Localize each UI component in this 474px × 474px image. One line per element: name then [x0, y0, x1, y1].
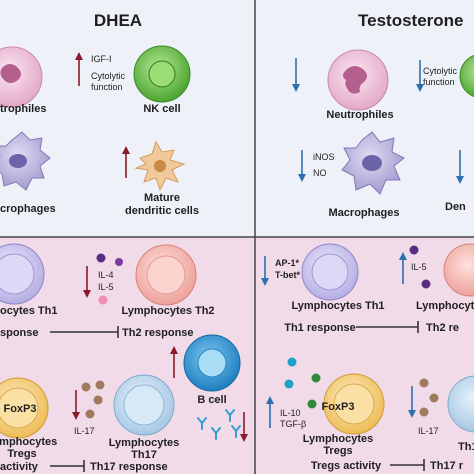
foxp3-label: FoxP3: [3, 403, 36, 415]
macrophage-cell: [0, 131, 51, 191]
neutrophil-cell: [0, 46, 43, 108]
cytokine-dots: [284, 357, 321, 409]
th1-response-label-right: Th1 response: [284, 322, 356, 334]
down-arrow-icon: [261, 256, 269, 286]
tregs-label-right: Tregs: [323, 445, 352, 457]
cytokine-dots: [81, 380, 105, 419]
th1-cell-label: ocytes Th1: [0, 305, 57, 317]
down-arrow-icon: [72, 390, 80, 420]
treg-cell: [0, 377, 49, 439]
macrophages-label-right: Macrophages: [329, 207, 400, 219]
il5-label-right: IL-5: [411, 262, 427, 272]
tregs-label: Tregs: [7, 448, 36, 460]
down-arrow-icon: [456, 150, 464, 184]
il17-label-right: IL-17: [418, 426, 439, 436]
foxp3-label-right: FoxP3: [321, 401, 354, 413]
th2-cell-label: Lymphocytes Th2: [121, 305, 214, 317]
tregs-activity-label: Tregs activity: [311, 460, 382, 472]
th1-cell: [0, 243, 45, 305]
il10-label: IL-10: [280, 408, 301, 418]
th1-cell-label-right: Lymphocytes Th1: [291, 300, 384, 312]
cytolytic-label-2: function: [91, 82, 123, 92]
treg-cell: [323, 373, 385, 435]
neutrophils-label: trophiles: [0, 103, 46, 115]
down-arrow-icon: [240, 412, 248, 442]
down-arrow-icon: [408, 386, 416, 418]
down-arrow-icon: [83, 266, 91, 298]
th2-cell-partial: [443, 243, 474, 297]
inhibition-line: [50, 326, 119, 338]
igf-label: IGF-I: [91, 54, 112, 64]
inos-label: iNOS: [313, 152, 335, 162]
cytolytic-label-1: Cytolytic: [91, 71, 126, 81]
th1-cell: [301, 243, 359, 301]
lymphocytes-label: Lymphocytes: [0, 436, 57, 448]
th17-cell-label-1: Lymphocytes: [109, 437, 180, 449]
mature-label: Mature: [144, 192, 180, 204]
th2-response-label-right: Th2 re: [426, 322, 459, 334]
th17-cell-label-right: Th1: [458, 441, 474, 453]
b-cell-label: B cell: [197, 394, 226, 406]
up-arrow-icon: [170, 346, 178, 378]
macrophage-cell: [341, 131, 405, 195]
inhibition-line: [356, 321, 419, 333]
cytokine-dots: [96, 253, 123, 305]
il4-label: IL-4: [98, 270, 114, 280]
cytolytic-label-right-1: Cytolytic: [423, 66, 458, 76]
cytokine-dots: [409, 245, 431, 289]
tgf-label: TGF-β: [280, 419, 306, 429]
neutrophil-cell: [327, 49, 389, 111]
dendritic-label-right: Den: [445, 201, 466, 213]
testosterone-title: Testosterone: [358, 11, 464, 30]
activity-label: activity: [0, 461, 39, 473]
th17-cell: [113, 374, 175, 436]
th17-cell-partial: [447, 375, 474, 433]
b-cell: [183, 334, 241, 392]
dhea-title: DHEA: [94, 11, 142, 30]
up-arrow-icon: [266, 396, 274, 428]
upper-panel-bg: [0, 0, 474, 237]
up-arrow-icon: [122, 146, 130, 178]
th2-response-label: Th2 response: [122, 327, 194, 339]
dendritic-cell: [134, 140, 186, 192]
ap1-label: AP-1*: [275, 258, 300, 268]
il17-label: IL-17: [74, 426, 95, 436]
neutrophils-label-right: Neutrophiles: [326, 109, 393, 121]
lymphocytes-label-right: Lymphocytes: [303, 433, 374, 445]
down-arrow-icon: [416, 60, 424, 92]
th2-cell: [135, 244, 197, 306]
up-arrow-icon: [399, 252, 407, 284]
inhibition-line: [50, 460, 85, 472]
up-arrow-icon: [75, 52, 83, 86]
macrophages-label: crophages: [0, 203, 56, 215]
cytolytic-label-right-2: function: [423, 77, 455, 87]
down-arrow-icon: [292, 58, 300, 92]
no-label: NO: [313, 168, 327, 178]
nk-cell-label: NK cell: [143, 103, 180, 115]
th1-response-label: sponse: [0, 327, 39, 339]
nk-cell-partial: [459, 54, 474, 98]
tbet-label: T-bet*: [275, 270, 300, 280]
dendritic-cells-label: dendritic cells: [125, 205, 199, 217]
cytokine-dots: [419, 378, 439, 417]
th17-response-label-right: Th17 r: [430, 460, 464, 472]
antibody-icons: [197, 409, 241, 440]
nk-cell: [133, 45, 191, 103]
th17-response-label: Th17 response: [90, 461, 168, 473]
th2-cell-label-right: Lymphocyt: [416, 300, 474, 312]
down-arrow-icon: [298, 150, 306, 182]
th17-cell-label-2: Th17: [131, 449, 157, 461]
inhibition-line: [390, 459, 425, 471]
il5-label: IL-5: [98, 282, 114, 292]
